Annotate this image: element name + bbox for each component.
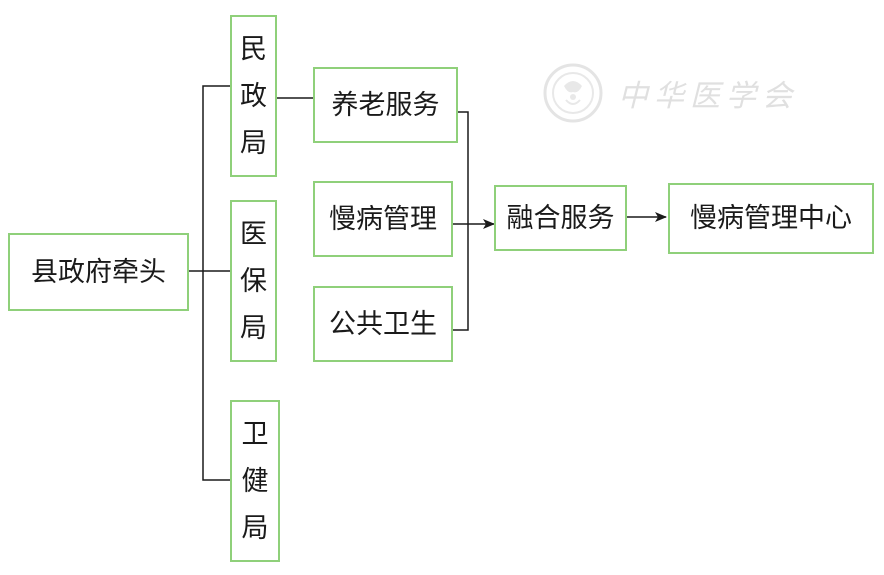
medical-insurance-bureau-box: 医 保 局: [230, 200, 277, 362]
public-health-box: 公共卫生: [313, 286, 453, 362]
health-char-1: 卫: [241, 418, 269, 450]
association-seal-icon: [543, 63, 603, 123]
health-bureau-box: 卫 健 局: [230, 400, 280, 562]
watermark: 中华医学会: [542, 62, 798, 124]
chronic-center-box: 慢病管理中心: [668, 183, 874, 254]
civil-affairs-char-3: 局: [240, 127, 267, 159]
service-bracket: [453, 111, 469, 331]
county-government-box: 县政府牵头: [8, 233, 189, 311]
chronic-center-label: 慢病管理中心: [690, 203, 852, 234]
county-government-label: 县政府牵头: [31, 256, 166, 288]
integrated-service-box: 融合服务: [494, 185, 627, 251]
elderly-care-box: 养老服务: [313, 67, 458, 143]
elderly-care-label: 养老服务: [331, 89, 440, 121]
medical-insurance-char-3: 局: [240, 312, 267, 344]
civil-affairs-bureau-box: 民 政 局: [230, 15, 277, 177]
chronic-management-box: 慢病管理: [313, 181, 453, 257]
health-char-2: 健: [241, 465, 269, 497]
health-char-3: 局: [241, 512, 269, 544]
medical-insurance-char-1: 医: [240, 218, 267, 250]
civil-affairs-char-2: 政: [240, 80, 267, 112]
integrated-service-label: 融合服务: [506, 202, 615, 234]
civil-affairs-char-1: 民: [240, 33, 267, 65]
bureau-bracket: [202, 85, 230, 481]
public-health-label: 公共卫生: [329, 308, 437, 340]
chronic-management-label: 慢病管理: [329, 203, 437, 235]
watermark-text: 中华医学会: [618, 79, 798, 114]
medical-insurance-char-2: 保: [240, 265, 267, 297]
